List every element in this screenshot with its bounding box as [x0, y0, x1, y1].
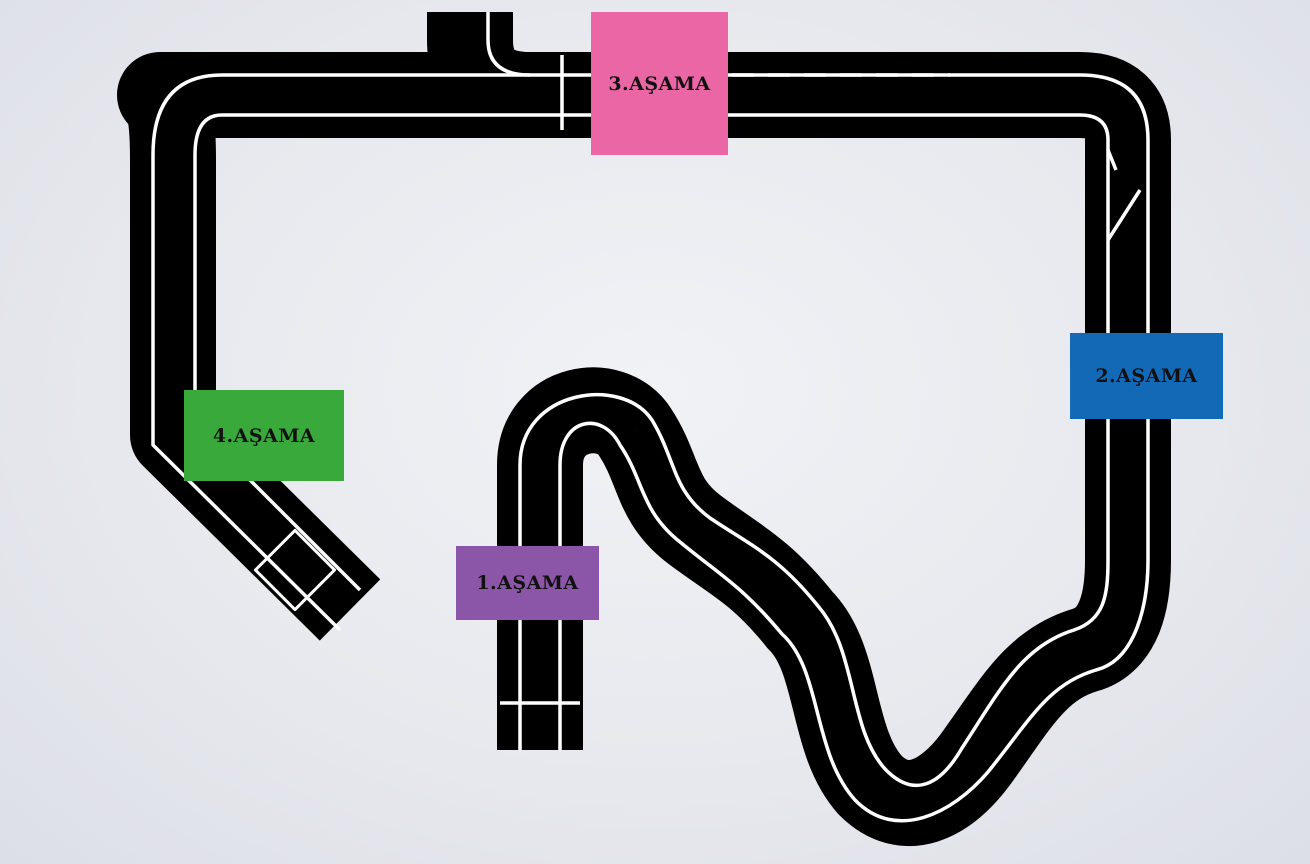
- right-side-markings: [1106, 149, 1142, 241]
- parking-box: [253, 528, 337, 612]
- lane-line-pit: [486, 12, 531, 77]
- stage-4-label: 4.AŞAMA: [184, 390, 344, 481]
- lane-line-outer: [151, 73, 1150, 823]
- pit-branch-road: [427, 0, 532, 138]
- lane-line-inner: [193, 113, 1110, 788]
- stage-2-label: 2.AŞAMA: [1070, 333, 1223, 419]
- main-loop-road: [117, 52, 1171, 846]
- stage-3-label: 3.AŞAMA: [591, 12, 728, 155]
- road-surface: [117, 0, 1171, 846]
- stage-1-label: 1.AŞAMA: [456, 546, 599, 620]
- lane-lines: [151, 12, 1150, 823]
